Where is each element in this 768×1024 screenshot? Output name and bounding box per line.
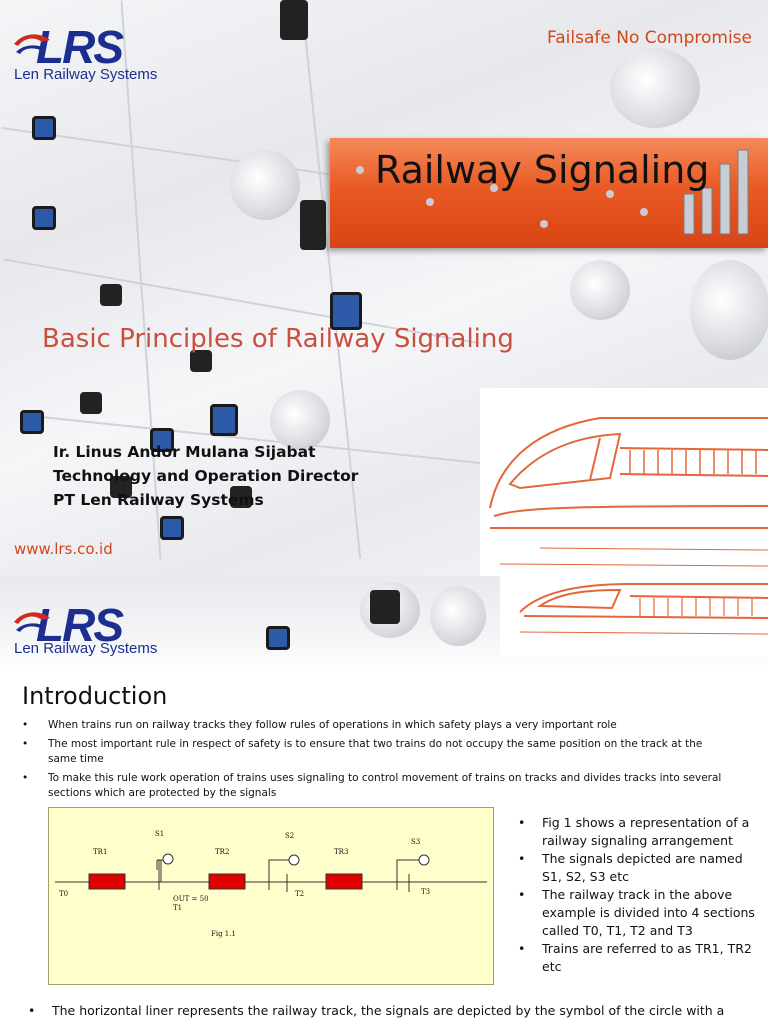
train-icon <box>489 417 768 567</box>
logo-mark: LRS <box>36 21 124 73</box>
panel-button <box>150 428 174 452</box>
logo-name: Len Railway Systems <box>14 66 158 83</box>
signal-s2 <box>268 854 300 890</box>
panel-button <box>20 410 44 434</box>
section-label: T1 <box>173 904 182 912</box>
panel-dot <box>490 184 498 192</box>
panel-button <box>32 116 56 140</box>
panel-switch <box>80 392 102 414</box>
section-label: T0 <box>59 890 68 898</box>
section-heading: Introduction <box>22 682 168 710</box>
slide-title: Railway Signaling <box>375 148 710 192</box>
author-role: Technology and Operation Director <box>53 467 359 485</box>
panel-dot <box>606 190 614 198</box>
swoosh-icon <box>14 612 50 632</box>
panel-knob <box>430 586 486 646</box>
panel-switch <box>110 476 132 498</box>
list-item: The railway track in the above example i… <box>518 886 758 940</box>
panel-button <box>330 292 362 330</box>
panel-button <box>266 626 290 650</box>
author-name: Ir. Linus Andor Mulana Sijabat <box>53 443 316 461</box>
title-panel <box>330 138 768 248</box>
train-label: TR3 <box>334 848 348 856</box>
panel-dot <box>356 166 364 174</box>
panel-knob <box>610 48 700 128</box>
panel-button <box>32 206 56 230</box>
track-relay-icon <box>683 149 749 235</box>
panel-switch <box>230 486 252 508</box>
panel-dot <box>540 220 548 228</box>
signaling-figure: S1 S2 S3 TR1 TR2 TR3 T0 T1 T2 T3 OUT = 5… <box>48 807 494 985</box>
company-logo: LRS Len Railway Systems <box>14 599 157 657</box>
train-label: TR2 <box>215 848 229 856</box>
panel-knob <box>690 260 768 360</box>
train-tr2 <box>208 873 246 890</box>
author-block: Ir. Linus Andor Mulana Sijabat Technolog… <box>53 440 358 512</box>
panel-switch <box>370 590 400 624</box>
list-item: To make this rule work operation of trai… <box>22 771 734 801</box>
title-slide: LRS Len Railway Systems Failsafe No Comp… <box>0 0 768 576</box>
panel-dot <box>640 208 648 216</box>
panel-knob <box>270 390 330 450</box>
panel-dot <box>426 198 434 206</box>
panel-switch <box>190 350 212 372</box>
panel-knob <box>230 150 300 220</box>
tagline: Failsafe No Compromise <box>547 28 752 48</box>
train-tr3 <box>325 873 363 890</box>
signal-s1-head <box>158 853 174 890</box>
signal-label: S2 <box>285 832 294 840</box>
slide-subtitle: Basic Principles of Railway Signaling <box>42 324 514 354</box>
annotation-label: OUT = 50 <box>173 895 209 903</box>
figure-caption: Fig 1.1 <box>211 930 236 938</box>
signal-label: S1 <box>155 830 164 838</box>
panel-button <box>160 516 184 540</box>
train-illustration <box>480 388 768 576</box>
website-link[interactable]: www.lrs.co.id <box>14 540 113 558</box>
list-item: When trains run on railway tracks they f… <box>22 718 734 733</box>
train-icon <box>519 583 768 635</box>
bottom-bullet: The horizontal liner represents the rail… <box>28 1002 768 1020</box>
list-item: The signals depicted are named S1, S2, S… <box>518 850 758 886</box>
slide-banner: LRS Len Railway Systems <box>0 576 768 672</box>
swoosh-icon <box>14 34 50 54</box>
figure-notes: Fig 1 shows a representation of a railwa… <box>518 814 758 976</box>
panel-switch <box>100 284 122 306</box>
list-item: Fig 1 shows a representation of a railwa… <box>518 814 758 850</box>
panel-button <box>210 404 238 436</box>
signal-s3 <box>396 854 430 890</box>
train-tr1 <box>88 873 126 890</box>
signal-label: S3 <box>411 838 420 846</box>
panel-switch <box>300 200 326 250</box>
intro-slide: LRS Len Railway Systems <box>0 576 768 1024</box>
section-label: T2 <box>295 890 304 898</box>
author-company: PT Len Railway Systems <box>53 491 264 509</box>
train-label: TR1 <box>93 848 107 856</box>
section-label: T3 <box>421 888 430 896</box>
logo-name: Len Railway Systems <box>14 640 158 657</box>
signaling-diagram: S1 S2 S3 TR1 TR2 TR3 T0 T1 T2 T3 OUT = 5… <box>55 830 487 938</box>
logo-mark: LRS <box>36 599 124 651</box>
intro-bullets: When trains run on railway tracks they f… <box>22 718 734 805</box>
list-item: The most important rule in respect of sa… <box>22 737 734 767</box>
list-item: Trains are referred to as TR1, TR2 etc <box>518 940 758 976</box>
company-logo: LRS Len Railway Systems <box>14 21 157 83</box>
panel-knob <box>570 260 630 320</box>
train-illustration <box>500 576 768 656</box>
panel-switch <box>280 0 308 40</box>
